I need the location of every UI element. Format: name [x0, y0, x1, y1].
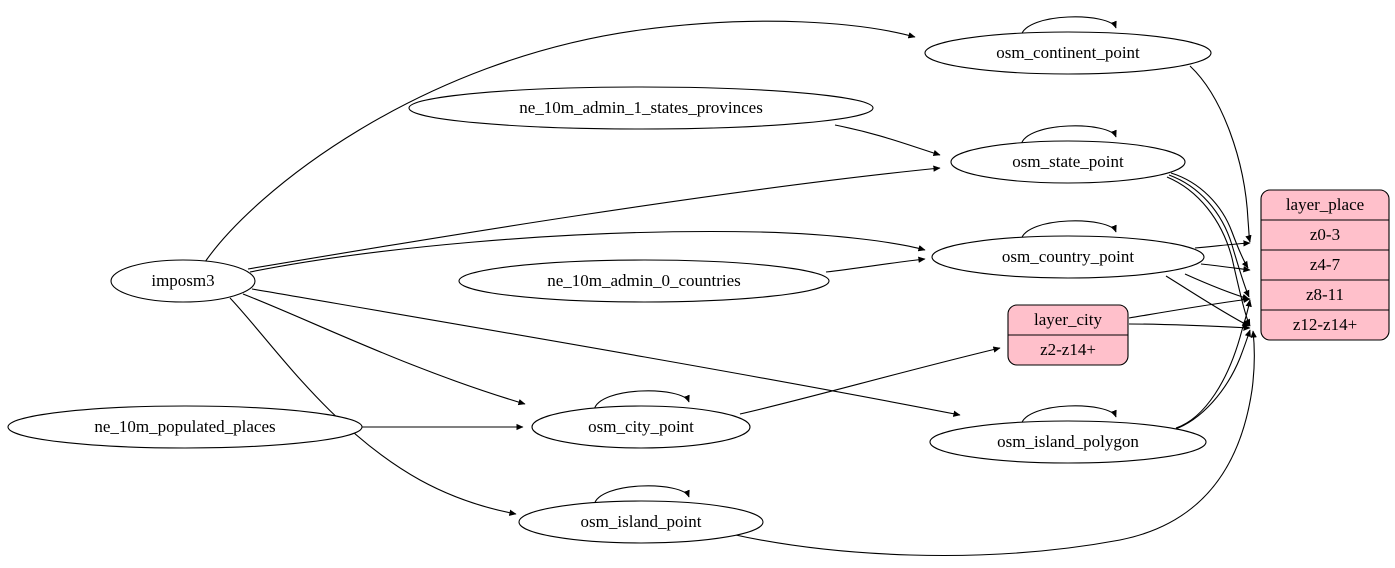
- node-label-osm_continent_point: osm_continent_point: [996, 43, 1140, 62]
- edge-osm_island_point-layer_place-z12_z14: [730, 330, 1257, 557]
- edge-imposm3-osm_island_point: [229, 297, 517, 516]
- edge-osm_country_point-layer_place-z0_3: [1194, 240, 1251, 249]
- node-layer: imposm3 ne_10m_populated_places ne_10m_a…: [7, 31, 1212, 544]
- record-row-layer_place-z4-7[interactable]: z4-7: [1310, 255, 1341, 274]
- record-row-layer_place-z0-3[interactable]: z0-3: [1310, 225, 1340, 244]
- edge-self-osm_continent_point: [1020, 16, 1117, 37]
- node-shape-osm_island_point[interactable]: [518, 500, 764, 544]
- edge-osm_island_polygon-layer_place-z12_z14: [1172, 329, 1251, 431]
- node-ne_10m_admin_0_countries[interactable]: ne_10m_admin_0_countries: [458, 259, 830, 303]
- node-imposm3[interactable]: imposm3: [110, 259, 256, 303]
- node-osm_country_point[interactable]: osm_country_point: [931, 235, 1205, 279]
- edge-layer_city-layer_place-z12_z14: [1128, 323, 1251, 331]
- edge-osm_city_point-layer_city: [739, 346, 1001, 415]
- node-shape-ne_10m_populated_places[interactable]: [7, 405, 363, 449]
- node-ne_10m_populated_places[interactable]: ne_10m_populated_places: [7, 405, 363, 449]
- node-shape-ne_10m_admin_0_countries[interactable]: [458, 259, 830, 303]
- edge-osm_continent_point-layer_place-z0_3: [1189, 65, 1252, 243]
- node-shape-osm_island_polygon[interactable]: [929, 420, 1207, 464]
- edge-osm_state_point-layer_place-z4_7: [1170, 172, 1249, 269]
- node-label-ne_10m_admin_0_countries: ne_10m_admin_0_countries: [547, 271, 741, 290]
- edge-self-osm_city_point: [593, 390, 690, 411]
- edge-self-osm_state_point: [1020, 125, 1117, 146]
- edge-layer_city-layer_place-z8_11: [1128, 296, 1251, 319]
- record-title-layer_city: layer_city: [1034, 310, 1102, 329]
- edge-imposm3-osm_city_point: [242, 293, 526, 406]
- edge-osm_state_point-layer_place-z12_z14: [1166, 176, 1251, 327]
- edge-ne_10m_admin_1_states_provinces-osm_state_point: [834, 124, 941, 157]
- edge-layer: [204, 16, 1257, 557]
- edge-self-osm_island_point: [593, 485, 690, 506]
- node-shape-osm_state_point[interactable]: [950, 140, 1186, 184]
- edge-osm_country_point-layer_place-z12_z14: [1165, 275, 1250, 327]
- node-osm_continent_point[interactable]: osm_continent_point: [924, 31, 1212, 75]
- record-box-layer_place[interactable]: [1260, 189, 1390, 341]
- node-label-osm_island_polygon: osm_island_polygon: [997, 432, 1139, 451]
- node-label-osm_city_point: osm_city_point: [588, 417, 694, 436]
- record-node-layer_city[interactable]: layer_city z2-z14+: [1007, 304, 1129, 366]
- node-shape-imposm3[interactable]: [110, 259, 256, 303]
- node-label-imposm3: imposm3: [151, 271, 214, 290]
- record-node-layer_place[interactable]: layer_place z0-3 z4-7 z8-11 z12-z14+: [1260, 189, 1390, 341]
- record-title-layer_place: layer_place: [1286, 195, 1364, 214]
- edge-osm_island_polygon-layer_place-z8_11: [1175, 299, 1252, 429]
- edge-osm_country_point-layer_place-z8_11: [1184, 273, 1250, 301]
- record-row-layer_place-z12-z14[interactable]: z12-z14+: [1293, 315, 1357, 334]
- edge-imposm3-osm_island_polygon: [251, 288, 961, 417]
- node-osm_island_point[interactable]: osm_island_point: [518, 500, 764, 544]
- edge-osm_country_point-layer_place-z4_7: [1200, 263, 1251, 273]
- node-label-osm_island_point: osm_island_point: [581, 512, 702, 531]
- record-row-layer_city-z2-z14[interactable]: z2-z14+: [1040, 340, 1096, 359]
- edge-self-osm_country_point: [1020, 220, 1117, 241]
- node-label-osm_country_point: osm_country_point: [1002, 247, 1134, 266]
- node-osm_city_point[interactable]: osm_city_point: [531, 405, 751, 449]
- node-shape-osm_country_point[interactable]: [931, 235, 1205, 279]
- node-shape-ne_10m_admin_1_states_provinces[interactable]: [408, 86, 874, 130]
- node-shape-osm_continent_point[interactable]: [924, 31, 1212, 75]
- node-label-osm_state_point: osm_state_point: [1012, 152, 1124, 171]
- edge-self-osm_island_polygon: [1020, 405, 1117, 426]
- edge-imposm3-osm_continent_point: [204, 20, 916, 263]
- node-osm_island_polygon[interactable]: osm_island_polygon: [929, 420, 1207, 464]
- record-row-layer_place-z8-11[interactable]: z8-11: [1306, 285, 1344, 304]
- node-label-ne_10m_admin_1_states_provinces: ne_10m_admin_1_states_provinces: [519, 98, 763, 117]
- edge-osm_state_point-layer_place-z8_11: [1168, 174, 1250, 298]
- edge-imposm3-osm_state_point: [247, 165, 941, 270]
- node-shape-osm_city_point[interactable]: [531, 405, 751, 449]
- node-osm_state_point[interactable]: osm_state_point: [950, 140, 1186, 184]
- edge-ne_10m_admin_0_countries-osm_country_point: [825, 256, 926, 273]
- node-label-ne_10m_populated_places: ne_10m_populated_places: [94, 417, 275, 436]
- node-ne_10m_admin_1_states_provinces[interactable]: ne_10m_admin_1_states_provinces: [408, 86, 874, 130]
- edge-imposm3-osm_country_point: [249, 230, 926, 273]
